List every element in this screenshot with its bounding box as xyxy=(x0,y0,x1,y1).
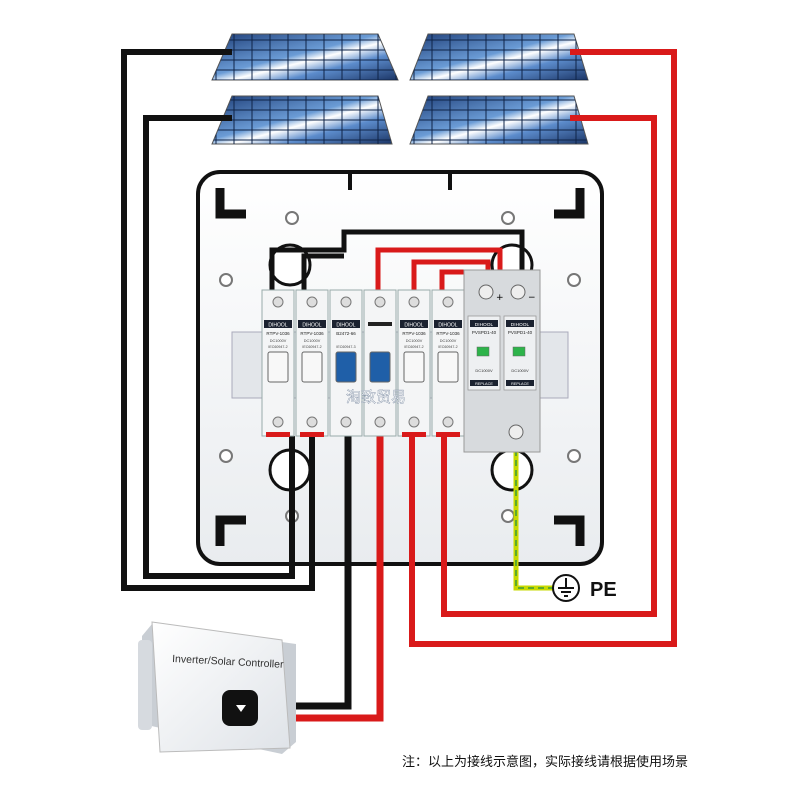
spd-terminal-minus: − xyxy=(528,293,536,303)
watermark: 淘致贸易 xyxy=(346,388,406,406)
breaker-rating: DC1000V xyxy=(304,339,321,343)
spd-status-window xyxy=(512,346,526,357)
breaker-model: RTPV-1036 xyxy=(402,331,426,336)
breaker-rating: DC1000V xyxy=(270,339,287,343)
positive-wire xyxy=(409,49,677,647)
breaker-rating: DC1000V xyxy=(440,339,457,343)
positive-wire xyxy=(290,436,384,722)
breaker-handle[interactable] xyxy=(437,351,459,383)
breaker-brand: DIHOOL xyxy=(302,323,321,329)
breaker-handle[interactable] xyxy=(403,351,425,383)
breaker-model: RTPV-1036 xyxy=(436,331,460,336)
positive-wire xyxy=(439,269,474,290)
ground-label: PE xyxy=(590,579,617,601)
positive-wire xyxy=(441,115,657,617)
breaker-brand: DIHOOL xyxy=(268,323,287,329)
breaker-handle[interactable] xyxy=(301,351,323,383)
breaker-model: RTPV-1036 xyxy=(266,331,290,336)
inverter xyxy=(138,621,296,754)
spd-replace-label: REPLACE xyxy=(475,382,493,386)
breaker-model: B2472-66 xyxy=(336,331,356,336)
solar-panel xyxy=(409,95,589,145)
breaker-handle[interactable] xyxy=(267,351,289,383)
breaker-brand: DIHOOL xyxy=(336,323,355,329)
spd-model: PVSPD1-40 xyxy=(508,330,533,335)
breaker[interactable] xyxy=(363,289,397,437)
negative-wire xyxy=(301,253,344,290)
negative-wire xyxy=(121,49,315,591)
spd-model: PVSPD1-40 xyxy=(472,330,497,335)
wiring xyxy=(121,49,677,722)
ground-symbol xyxy=(552,574,580,602)
negative-wire xyxy=(290,436,352,710)
breaker-standard: IEC60947-2 xyxy=(268,345,287,349)
breaker-handle[interactable] xyxy=(369,351,391,383)
solar-panels xyxy=(211,33,589,145)
solar-panel xyxy=(211,33,399,81)
positive-wire xyxy=(375,247,503,290)
negative-wire xyxy=(143,115,295,579)
breaker-model: RTPV-1036 xyxy=(300,331,324,336)
spd-spec: DC1000V xyxy=(475,368,493,373)
breaker-standard: IEC60947-2 xyxy=(404,345,423,349)
footnote: 注：以上为接线示意图，实际接线请根据使用场景 xyxy=(402,754,688,770)
breaker-standard: IEC60947-3 xyxy=(336,345,355,349)
spd-terminal-plus: + xyxy=(496,293,504,303)
solar-panel xyxy=(211,95,393,145)
breaker-rating: DC1000V xyxy=(406,339,423,343)
spd-replace-label: REPLACE xyxy=(511,382,529,386)
spd-brand: DIHOOL xyxy=(475,322,494,328)
breaker-handle[interactable] xyxy=(335,351,357,383)
breaker-standard: IEC60947-2 xyxy=(302,345,321,349)
breaker-brand: DIHOOL xyxy=(404,323,423,329)
spd-status-window xyxy=(476,346,490,357)
breaker-brand: DIHOOL xyxy=(438,323,457,329)
inverter-label: Inverter/Solar Controller xyxy=(172,653,284,671)
spd-brand: DIHOOL xyxy=(511,322,530,328)
breaker-standard: IEC60947-2 xyxy=(438,345,457,349)
negative-wire xyxy=(269,229,525,290)
spd-spec: DC1000V xyxy=(511,368,529,373)
solar-panel xyxy=(409,33,589,81)
